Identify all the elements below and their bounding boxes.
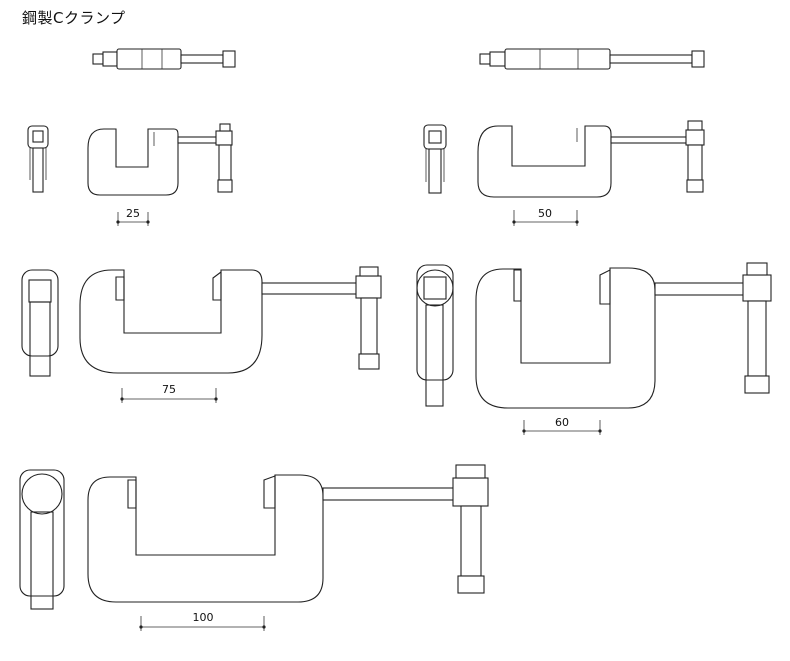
front-view-clamp-100: [87, 464, 489, 603]
top-view-medium-clamp: [479, 48, 705, 70]
side-view-clamp-50: [423, 124, 447, 194]
side-view-clamp-25: [27, 125, 49, 193]
front-view-clamp-75: [79, 266, 382, 374]
dimension-label-50: 50: [538, 207, 552, 220]
dimension-line-100: 100: [139, 611, 266, 631]
dimension-line-50: 50: [512, 207, 579, 226]
side-view-clamp-60: [416, 264, 454, 407]
dimension-line-25: 25: [116, 207, 150, 226]
side-view-clamp-100: [19, 469, 65, 610]
dimension-label-25: 25: [126, 207, 140, 220]
side-view-clamp-75: [21, 269, 59, 377]
dimension-label-75: 75: [162, 383, 176, 396]
dimension-line-75: 75: [120, 383, 218, 403]
dimension-line-60: 60: [522, 416, 602, 435]
front-view-clamp-25: [87, 123, 233, 196]
top-view-small-clamp: [92, 48, 236, 70]
front-view-clamp-60: [475, 262, 772, 409]
front-view-clamp-50: [477, 120, 705, 198]
dimension-label-60: 60: [555, 416, 569, 429]
drawing-title: 鋼製Cクランプ: [22, 9, 126, 27]
dimension-label-100: 100: [193, 611, 214, 624]
